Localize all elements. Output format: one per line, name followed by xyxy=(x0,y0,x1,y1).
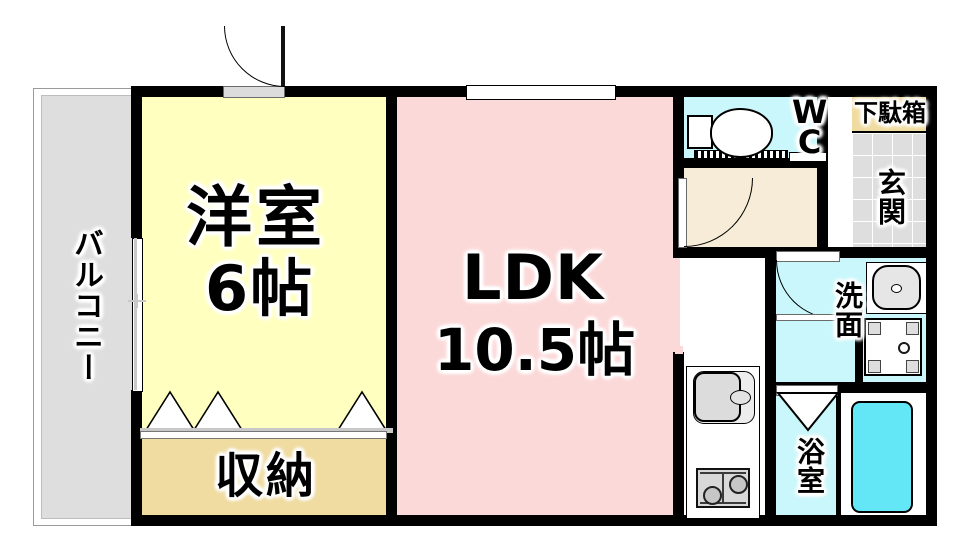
washing-machine-foot xyxy=(868,360,881,373)
bedroom-area-label: 6帖 xyxy=(205,252,315,325)
wall-shoebox-bottom xyxy=(852,131,927,133)
stove-burner-icon xyxy=(703,486,722,505)
bedroom-balcony-door-marker-v xyxy=(136,294,138,308)
wall-wc-bottom xyxy=(678,158,824,168)
wall-top-ldk-right xyxy=(614,86,684,97)
shoe-cabinet xyxy=(852,96,927,133)
bathroom-folding-door-icon xyxy=(776,392,841,432)
ldk-label: LDK xyxy=(462,241,605,314)
kitchen-faucet-icon xyxy=(730,390,751,405)
entrance-label: 玄関 xyxy=(874,168,907,226)
stove-grate xyxy=(722,472,724,504)
stove-burner-icon xyxy=(729,475,748,494)
wall-ldk-right-upper xyxy=(673,86,684,252)
wall-top-entrance xyxy=(824,86,937,97)
wall-entrance-left xyxy=(817,86,828,258)
bedroom-label: 洋室 xyxy=(186,179,326,256)
bedroom-door-swing-arc xyxy=(224,26,285,87)
wall-left-bedroom-lower xyxy=(131,390,142,526)
washroom-door-leaf[interactable] xyxy=(776,314,836,321)
bedroom-sliding-glass-door xyxy=(132,238,143,392)
bathroom-label: 浴室 xyxy=(793,437,826,495)
washing-machine-drain-icon xyxy=(898,342,910,354)
wc-label: W C xyxy=(792,93,828,161)
wall-top-ldk-left xyxy=(396,86,466,97)
closet-floor xyxy=(140,438,393,523)
washroom-label: 洗面 xyxy=(831,281,864,339)
washing-machine-foot xyxy=(906,360,919,373)
closet-door-rail xyxy=(140,431,387,439)
balcony-label: バルコニー xyxy=(68,228,103,383)
washbasin-drain-icon xyxy=(891,284,902,293)
wall-right-exterior xyxy=(926,86,937,526)
shoe-cabinet-label: 下駄箱 xyxy=(854,99,926,127)
hall-opening-right xyxy=(789,152,827,162)
wall-top-bedroom-right xyxy=(283,86,401,97)
wall-bottom-ldk xyxy=(386,515,684,526)
wall-entrance-bottom xyxy=(828,247,937,258)
wall-left-bedroom-upper xyxy=(131,86,142,238)
washing-machine-foot xyxy=(868,322,881,335)
wall-kitchen-divider xyxy=(673,352,684,526)
wall-washroom-bathroom xyxy=(765,382,937,393)
kitchen-opening xyxy=(675,346,683,354)
wall-bottom-left xyxy=(131,515,397,526)
closet-label: 収納 xyxy=(215,448,318,504)
wall-top-bedroom-left xyxy=(131,86,223,97)
bathtub-icon xyxy=(851,401,913,513)
wall-bathroom-tub-divider xyxy=(836,392,841,523)
wall-hall-bottom xyxy=(673,247,828,258)
balcony-floor xyxy=(41,95,136,519)
ldk-window xyxy=(466,85,616,100)
bedroom-floor xyxy=(140,90,393,428)
entrance-tile-pattern xyxy=(852,133,927,248)
wall-top-wc xyxy=(678,86,824,97)
wall-bedroom-ldk-partition xyxy=(386,86,397,526)
closet-folding-doors-icon xyxy=(144,390,388,431)
toilet-bowl-icon xyxy=(710,108,773,158)
ldk-floor xyxy=(396,90,680,523)
closet-door-track xyxy=(140,428,393,433)
wall-bottom-right xyxy=(676,515,937,526)
washing-machine-foot xyxy=(906,322,919,335)
ldk-area-label: 10.5帖 xyxy=(434,316,636,384)
bedroom-door-threshold[interactable] xyxy=(223,86,285,98)
bedroom-balcony-door-track xyxy=(134,238,137,390)
wall-washroom-fixture-divider xyxy=(855,310,863,382)
